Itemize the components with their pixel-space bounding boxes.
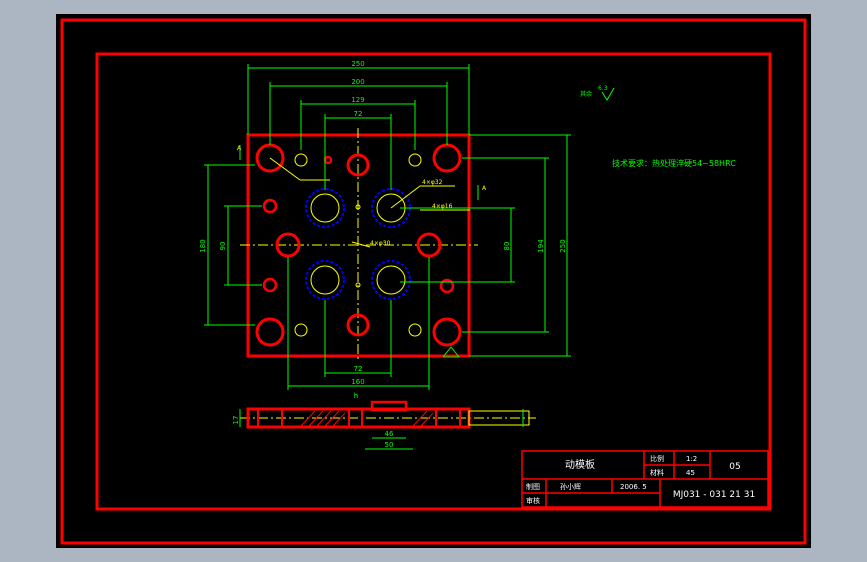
checked-label: 审核: [526, 496, 540, 505]
dim-bottom-160: 160: [351, 378, 364, 386]
roughness-symbol-icon: [601, 87, 615, 101]
drawing-background: [56, 14, 811, 548]
scale-label: 比例: [650, 454, 664, 463]
dim-right-80: 80: [503, 242, 511, 251]
dim-top-250: 250: [351, 60, 364, 68]
inner-border: [95, 52, 772, 511]
dim-top-200: 200: [351, 78, 364, 86]
title-block: 动模板 比例 1:2 材料 45 05 制图 孙小辉 2006. 5 审核 MJ…: [521, 450, 769, 508]
material-label: 材料: [650, 468, 664, 477]
dim-top-129: 129: [351, 96, 364, 104]
drawn-name: 孙小辉: [560, 482, 581, 491]
dim-section-thk: 17: [232, 416, 240, 425]
outer-border: [60, 18, 807, 545]
roughness-value: 6.3: [598, 85, 608, 92]
corner-hole-br: [432, 317, 462, 347]
note-hole-1: 4×φ32: [422, 179, 443, 186]
section-mark-a2: A: [482, 185, 487, 192]
tech-requirement: 技术要求：热处理淬硬54~58HRC: [612, 158, 736, 168]
dim-right-250: 250: [559, 239, 567, 252]
dim-left-180: 180: [199, 239, 207, 252]
dim-right-194: 194: [537, 239, 545, 253]
part-name: 动模板: [565, 458, 595, 471]
dim-bottom-h: h: [354, 392, 358, 400]
dim-top-72: 72: [354, 110, 363, 118]
note-hole-3: 4×φ30: [370, 240, 391, 247]
material-value: 45: [686, 469, 695, 477]
dimension-lines: [204, 64, 571, 390]
section-mark-a1: A: [237, 145, 242, 152]
drawn-label: 制图: [526, 482, 540, 491]
dim-section-50: 50: [385, 441, 394, 449]
section-markers: [239, 145, 479, 358]
dim-bottom-72: 72: [354, 365, 363, 373]
roughness-note: 其余: [580, 90, 592, 98]
dim-section-46: 46: [385, 430, 394, 438]
small-holes: [262, 155, 455, 294]
note-hole-2: 4×φ16: [432, 203, 453, 210]
scale-value: 1:2: [686, 455, 697, 463]
pin-holes: [294, 153, 422, 337]
corner-hole-bl: [255, 317, 285, 347]
leader-lines: [269, 157, 470, 248]
sheet-number: 05: [729, 462, 740, 472]
drawing-code: MJ031 - 031 21 31: [673, 490, 755, 500]
section-view: [239, 400, 536, 450]
drawn-date: 2006. 5: [620, 483, 647, 491]
guide-holes: [275, 153, 442, 337]
dim-left-90: 90: [219, 242, 227, 251]
